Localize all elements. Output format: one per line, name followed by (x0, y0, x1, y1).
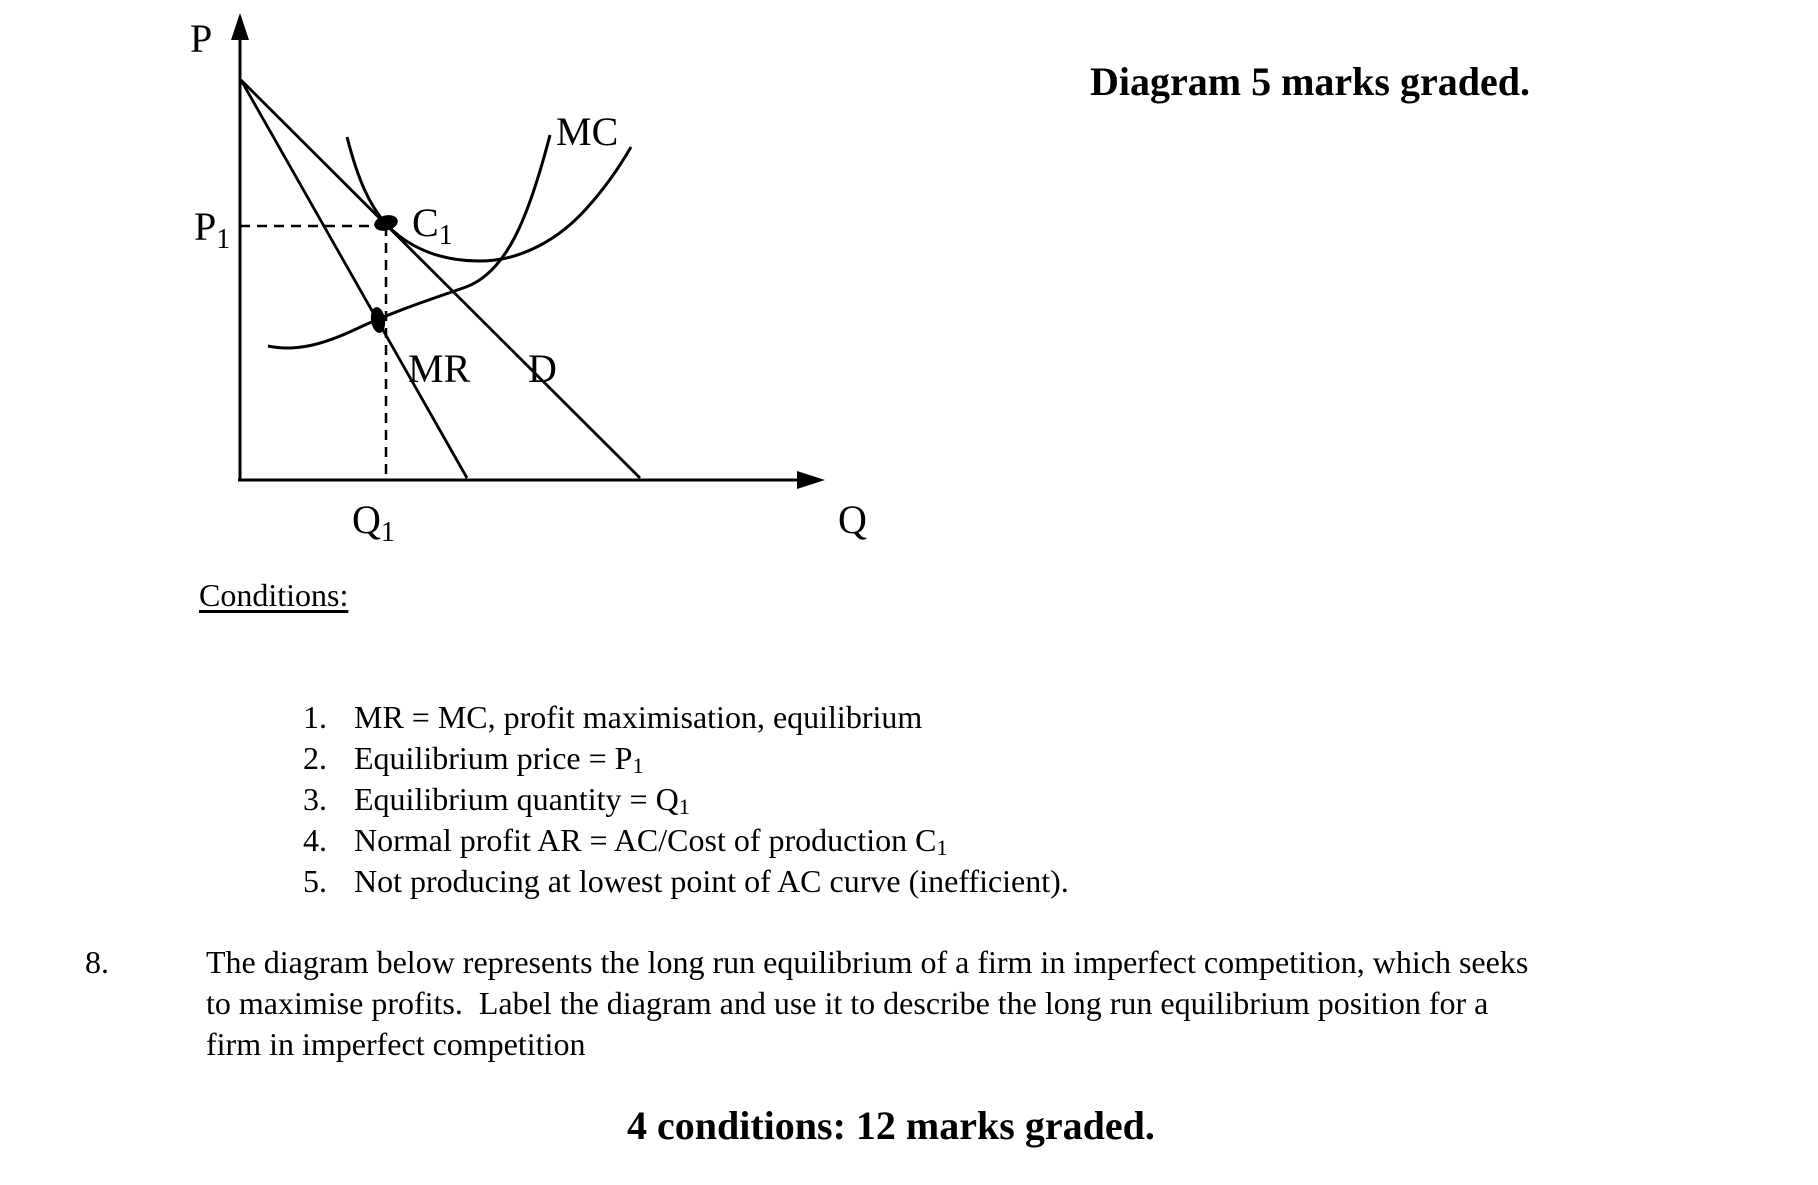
list-item: 1. MR = MC, profit maximisation, equilibr… (255, 656, 922, 782)
c1-point (374, 215, 398, 231)
list-item: 4. Normal profit AR = AC/Cost of producti… (255, 779, 948, 905)
mc-label: MC (556, 109, 618, 154)
mr-label: MR (408, 346, 471, 391)
marks-note-top: Diagram 5 marks graded. (1090, 59, 1530, 104)
marks-note-bottom: 4 conditions: 12 marks graded. (627, 1103, 1155, 1148)
list-item-text: Not producing at lowest point of AC curv… (354, 863, 1069, 899)
list-item-text: Normal profit AR = AC/Cost of production… (354, 822, 948, 860)
cost-c1-label: C1 (412, 200, 453, 251)
mr-mc-intersection-point (370, 307, 386, 333)
demand-label: D (528, 346, 557, 391)
list-item-text: Equilibrium quantity = Q1 (354, 781, 690, 819)
ac-curve (345, 136, 633, 263)
price-p1-label: P1 (194, 204, 230, 255)
list-item: 3. Equilibrium quantity = Q1 (255, 738, 690, 864)
list-item: 5. Not producing at lowest point of AC cu… (255, 820, 1069, 946)
conditions-heading: Conditions: (199, 577, 349, 613)
x-axis-arrowhead-icon (797, 471, 825, 489)
list-item-number: 3. (303, 781, 327, 817)
y-axis-label: P (190, 16, 212, 61)
y-axis-arrowhead-icon (231, 13, 249, 40)
mc-curve (267, 134, 552, 350)
list-item-number: 1. (303, 699, 327, 735)
mr-line (239, 79, 469, 479)
question-text-line: The diagram below represents the long ru… (206, 944, 1529, 980)
question-text-line: firm in imperfect competition (206, 1026, 586, 1062)
list-item-number: 4. (303, 822, 327, 858)
list-item: 2. Equilibrium price = P1 (255, 697, 644, 823)
equilibrium-diagram: P Q P1 Q1 C1 MC MR D (190, 13, 867, 548)
list-item-number: 2. (303, 740, 327, 776)
question-number: 8. (85, 944, 109, 980)
question-text: The diagram below represents the long ru… (206, 942, 1528, 1065)
question-text-line: to maximise profits. Label the diagram a… (206, 985, 1489, 1021)
list-item-number: 5. (303, 863, 327, 899)
demand-line (240, 79, 641, 479)
quantity-q1-label: Q1 (352, 497, 395, 548)
list-item-text: Equilibrium price = P1 (354, 740, 644, 778)
x-axis-label: Q (838, 497, 867, 542)
list-item-text: MR = MC, profit maximisation, equilibriu… (354, 699, 923, 735)
